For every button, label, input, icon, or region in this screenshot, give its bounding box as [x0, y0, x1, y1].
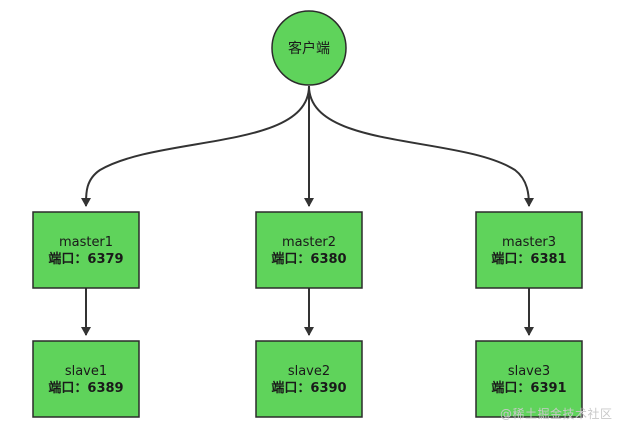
master-port: 端口：6379: [48, 251, 123, 267]
edge-client-master1: [80, 85, 310, 207]
slave-name: slave3: [508, 364, 550, 379]
master-node-3: master3 端口：6381: [475, 211, 583, 289]
master-node-2: master2 端口：6380: [255, 211, 363, 289]
slave-port: 端口：6391: [491, 380, 566, 396]
master-port: 端口：6380: [271, 251, 346, 267]
client-node: 客户端: [271, 10, 347, 86]
slave-port: 端口：6389: [48, 380, 123, 396]
slave-node-2: slave2 端口：6390: [255, 340, 363, 418]
slave-name: slave2: [288, 364, 330, 379]
edge-client-master3: [308, 85, 534, 207]
client-label: 客户端: [288, 40, 330, 57]
slave-node-1: slave1 端口：6389: [32, 340, 140, 418]
master-name: master3: [502, 235, 556, 250]
master-name: master1: [59, 235, 113, 250]
watermark: @稀土掘金技术社区: [500, 407, 613, 421]
master-node-1: master1 端口：6379: [32, 211, 140, 289]
slave-node-3: slave3 端口：6391: [475, 340, 583, 418]
master-port: 端口：6381: [491, 251, 566, 267]
slave-port: 端口：6390: [271, 380, 346, 396]
master-name: master2: [282, 235, 336, 250]
slave-name: slave1: [65, 364, 107, 379]
